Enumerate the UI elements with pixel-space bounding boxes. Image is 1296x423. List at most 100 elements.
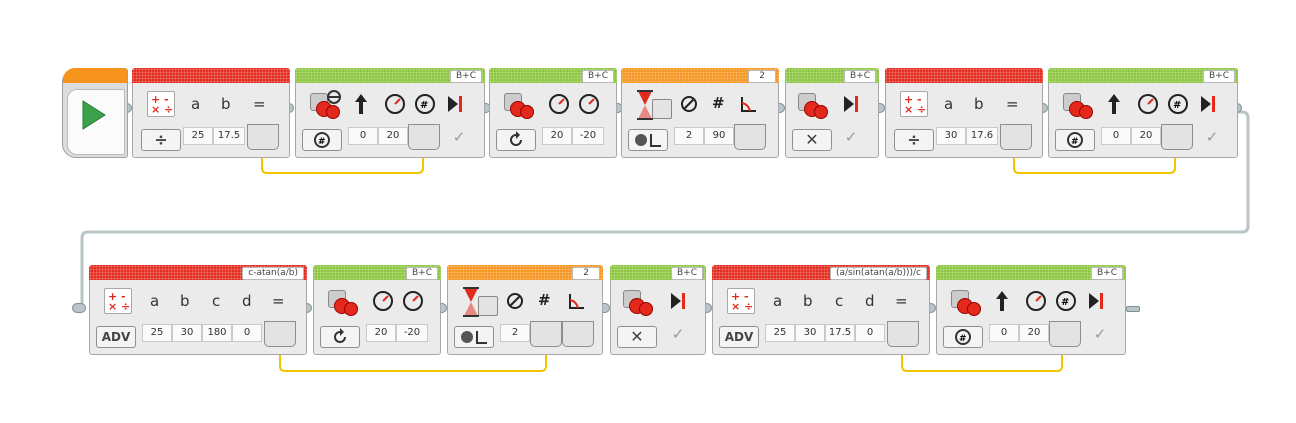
degrees-input[interactable] [1049,321,1081,347]
motor-port[interactable]: B+C [844,70,876,83]
tank-icon [326,286,358,318]
input-a[interactable]: 25 [183,127,213,145]
steering-value[interactable]: 0 [1101,127,1131,145]
math-block-advanced-1[interactable]: c-atan(a/b) + - × ÷ a b c d = ADV 25 30 … [89,265,307,355]
power-right-value[interactable]: -20 [572,127,604,145]
degrees-mode-button[interactable]: # [1055,129,1095,151]
advanced-mode-button[interactable]: ADV [96,326,136,348]
comparison-value[interactable]: 2 [674,127,704,145]
motor-port[interactable]: B+C [1203,70,1235,83]
result-output[interactable] [264,321,296,347]
power-value[interactable]: 20 [378,127,408,145]
math-icon: + - × ÷ [900,91,928,117]
input-b[interactable]: 17.6 [966,127,998,145]
sensor-port[interactable]: 2 [572,267,600,280]
math-icon: + - × ÷ [727,288,755,314]
move-steering-block-3[interactable]: B+C # # 0 20 ✓ [936,265,1126,355]
input-c[interactable]: 180 [202,324,232,342]
input-b[interactable]: 30 [172,324,202,342]
brake-icon [844,96,858,112]
move-tank-block-1[interactable]: B+C 20 -20 [489,68,617,158]
close-icon: ✕ [805,130,819,149]
degrees-mode-button[interactable]: # [943,326,983,348]
math-block-divide-1[interactable]: + - × ÷ a b = ÷ 25 17.5 [132,68,290,158]
compare-angle-mode-button[interactable] [628,129,668,151]
degrees-mode-button[interactable]: # [302,129,342,151]
check-icon[interactable]: ✓ [1093,325,1107,343]
math-block-advanced-2[interactable]: (a/sin(atan(a/b)))/c + - × ÷ a b c d = A… [712,265,930,355]
divide-mode-button[interactable]: ÷ [894,129,934,151]
svg-text:#: # [420,100,428,111]
brake-icon [671,293,685,309]
degrees-input[interactable] [408,124,440,150]
threshold-input[interactable] [530,321,562,347]
move-stop-block-1[interactable]: B+C ✕ ✓ [785,68,879,158]
divide-icon: ÷ [154,130,168,149]
input-label-c: c [212,292,221,310]
math-block-divide-2[interactable]: + - × ÷ a b = ÷ 30 17.6 [885,68,1043,158]
comparison-value[interactable]: 2 [500,324,530,342]
play-icon[interactable] [79,99,107,131]
steering-value[interactable]: 0 [989,324,1019,342]
advanced-mode-button[interactable]: ADV [719,326,759,348]
measured-output[interactable] [562,321,594,347]
angle-icon [569,294,584,309]
input-d[interactable]: 0 [855,324,885,342]
check-icon[interactable]: ✓ [452,128,466,146]
sensor-port[interactable]: 2 [748,70,776,83]
wait-gyro-block-1[interactable]: 2 # 2 90 [621,68,779,158]
motor-port[interactable]: B+C [450,70,482,83]
input-b[interactable]: 30 [795,324,825,342]
equation-field[interactable]: c-atan(a/b) [242,267,304,280]
motor-port[interactable]: B+C [582,70,614,83]
result-output[interactable] [1000,124,1032,150]
input-a[interactable]: 30 [936,127,966,145]
input-label-a: a [773,292,783,310]
measured-output[interactable] [734,124,766,150]
move-steering-block-1[interactable]: B+C # # 0 20 ✓ [295,68,485,158]
input-d[interactable]: 0 [232,324,262,342]
check-icon[interactable]: ✓ [671,325,685,343]
power-right-value[interactable]: -20 [396,324,428,342]
brake-icon [1089,293,1103,309]
check-icon[interactable]: ✓ [1205,128,1219,146]
rotate-mode-button[interactable] [496,129,536,151]
equation-field[interactable]: (a/sin(atan(a/b)))/c [829,267,927,280]
motor-port[interactable]: B+C [406,267,438,280]
rotate-mode-button[interactable] [320,326,360,348]
move-stop-block-2[interactable]: B+C ✕ ✓ [610,265,706,355]
move-tank-block-2[interactable]: B+C 20 -20 [313,265,441,355]
compare-angle-mode-button[interactable] [454,326,494,348]
input-label-a: a [150,292,160,310]
start-block[interactable] [62,68,128,158]
input-a[interactable]: 25 [142,324,172,342]
steering-value[interactable]: 0 [348,127,378,145]
power-icon [1138,94,1158,114]
motor-port[interactable]: B+C [1091,267,1123,280]
motor-port[interactable]: B+C [671,267,703,280]
degrees-input[interactable] [1161,124,1193,150]
result-output[interactable] [887,321,919,347]
wait-gyro-block-2[interactable]: 2 # 2 [447,265,603,355]
input-label-a: a [191,95,201,113]
power-left-value[interactable]: 20 [542,127,572,145]
divide-mode-button[interactable]: ÷ [141,129,181,151]
off-mode-button[interactable]: ✕ [617,326,657,348]
power-value[interactable]: 20 [1019,324,1049,342]
threshold-value[interactable]: 90 [704,127,734,145]
result-output[interactable] [247,124,279,150]
rotations-icon: # [415,94,435,114]
check-icon[interactable]: ✓ [844,128,858,146]
input-c[interactable]: 17.5 [825,324,855,342]
power-value[interactable]: 20 [1131,127,1161,145]
input-b[interactable]: 17.5 [213,127,245,145]
power-left-value[interactable]: 20 [366,324,396,342]
off-mode-button[interactable]: ✕ [792,129,832,151]
input-a[interactable]: 25 [765,324,795,342]
move-steering-block-2[interactable]: B+C # # 0 20 ✓ [1048,68,1238,158]
steering-arrow-icon [996,291,1008,311]
result-label: = [253,95,266,113]
svg-text:#: # [318,137,326,147]
svg-text:#: # [1061,297,1069,308]
